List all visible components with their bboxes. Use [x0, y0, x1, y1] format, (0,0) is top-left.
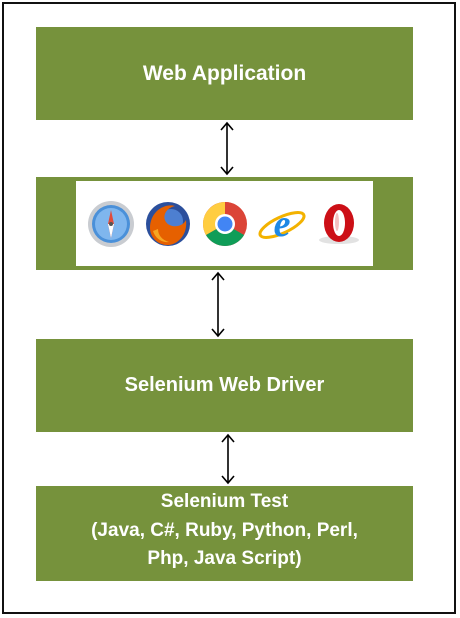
selenium-test-languages-line-1: (Java, C#, Ruby, Python, Perl, [91, 519, 358, 541]
svg-text:e: e [273, 203, 290, 245]
browser-icons-strip: e [76, 181, 373, 266]
opera-icon [318, 203, 359, 244]
selenium-test-languages-line-2: Php, Java Script) [147, 548, 302, 569]
browsers-box: e [36, 177, 413, 270]
double-arrow-driver-test [221, 433, 235, 485]
firefox-icon [145, 201, 190, 246]
chrome-icon [202, 201, 247, 246]
selenium-test-box: Selenium Test (Java, C#, Ruby, Python, P… [36, 486, 413, 581]
double-arrow-browsers-driver [211, 271, 225, 338]
internet-explorer-icon: e [257, 203, 306, 245]
selenium-webdriver-box: Selenium Web Driver [36, 339, 413, 432]
web-application-box: Web Application [36, 27, 413, 120]
selenium-webdriver-label: Selenium Web Driver [124, 374, 325, 396]
double-arrow-app-browsers [220, 121, 234, 176]
web-application-label: Web Application [142, 61, 307, 85]
selenium-test-title: Selenium Test [160, 491, 289, 512]
safari-icon [87, 200, 134, 247]
